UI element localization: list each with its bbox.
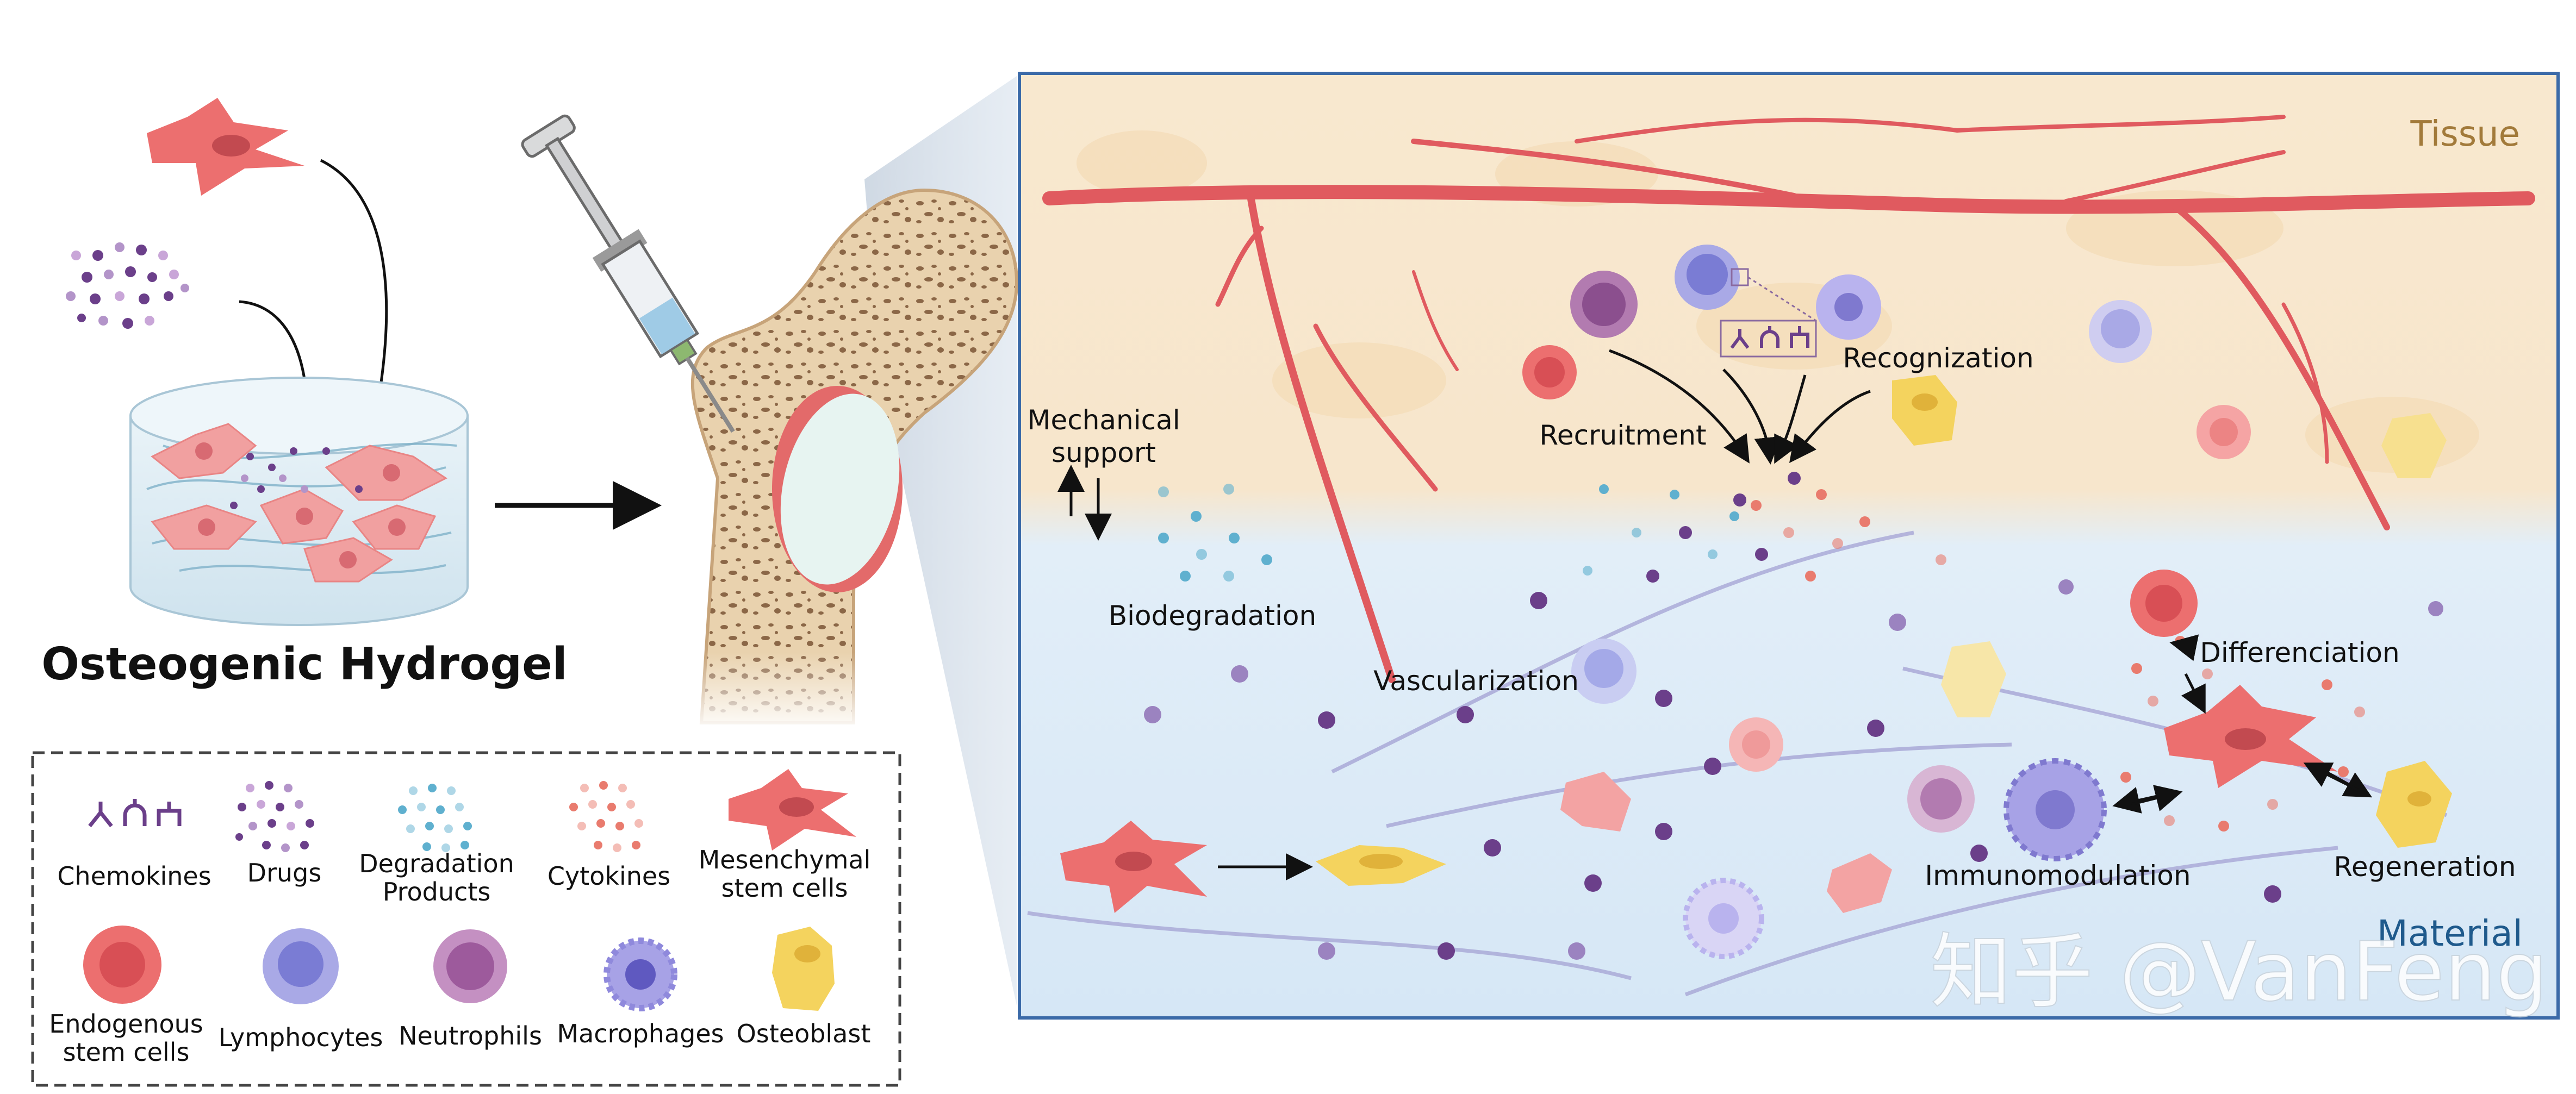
legend-label-degradation-products-1: Products [383, 877, 491, 907]
macrophages-icon [603, 937, 677, 1011]
recruitment-label: Recruitment [1539, 420, 1706, 451]
differenciation-label: Differenciation [2200, 637, 2399, 668]
mesenchymal-stem-cells-icon [729, 769, 856, 851]
legend-label-cytokines-0: Cytokines [547, 861, 670, 891]
lymphocyte-cells [1571, 245, 2152, 704]
neutrophils-icon [433, 929, 507, 1003]
mechanical-support-label-line2: support [1051, 437, 1156, 468]
chemokine-detail-box [1720, 268, 1817, 358]
mechanical-support-label-line1: Mechanical [1027, 404, 1180, 436]
hydrogel-title: Osteogenic Hydrogel [41, 639, 568, 690]
legend-label-degradation-products-0: Degradation [359, 849, 514, 878]
macrophage-cells [1683, 274, 2107, 959]
tissue-material-panel [1018, 72, 2560, 1020]
legend-label-drugs-0: Drugs [247, 858, 322, 887]
syringe-icon [521, 114, 735, 433]
tissue-label: Tissue [2410, 114, 2520, 154]
biodegradation-label: Biodegradation [1109, 600, 1316, 632]
legend-label-neutrophils-0: Neutrophils [399, 1021, 542, 1051]
regeneration-label: Regeneration [2334, 851, 2516, 883]
legend-label-chemokines-0: Chemokines [57, 861, 211, 891]
legend-label-endogenous-stem-cells-1: stem cells [63, 1037, 190, 1067]
drugs-icon [235, 781, 314, 852]
material-label: Material [2377, 912, 2523, 954]
immunomodulation-label: Immunomodulation [1925, 860, 2191, 891]
degradation-particles [1158, 484, 1739, 582]
neutrophil-cells [1570, 271, 1975, 833]
endogenous-stem-cells-icon [83, 926, 161, 1004]
legend-label-lymphocytes-0: Lymphocytes [219, 1023, 383, 1052]
osteoblast-icon [772, 927, 835, 1011]
cytokines-icon [569, 781, 643, 852]
femur-bone-illustration [685, 76, 1019, 1005]
drug-particles [1144, 472, 2443, 960]
legend-label-osteoblast-0: Osteoblast [737, 1019, 871, 1048]
hydrogel-illustration [66, 98, 469, 626]
legend-label-macrophages-0: Macrophages [557, 1019, 724, 1048]
chemokines-icon [88, 799, 182, 828]
recognization-label: Recognization [1843, 342, 2033, 374]
drugs-cluster-icon [66, 242, 189, 329]
cytokine-particles [1751, 489, 2365, 832]
lymphocytes-icon [263, 928, 339, 1004]
vascularization-label: Vascularization [1373, 665, 1579, 697]
legend-label-mesenchymal-stem-cells-1: stem cells [721, 873, 848, 903]
degradation-products-icon [398, 784, 472, 852]
osteoblast-cells [1316, 375, 2452, 886]
legend-label-mesenchymal-stem-cells-0: Mesenchymal [699, 845, 871, 874]
mesenchymal-stem-cells [1060, 685, 2338, 913]
endogenous-stem-cells [1522, 345, 2251, 772]
legend-label-endogenous-stem-cells-0: Endogenous [49, 1009, 203, 1039]
watermark-text: 知乎 @VanFeng [1930, 925, 2548, 1020]
